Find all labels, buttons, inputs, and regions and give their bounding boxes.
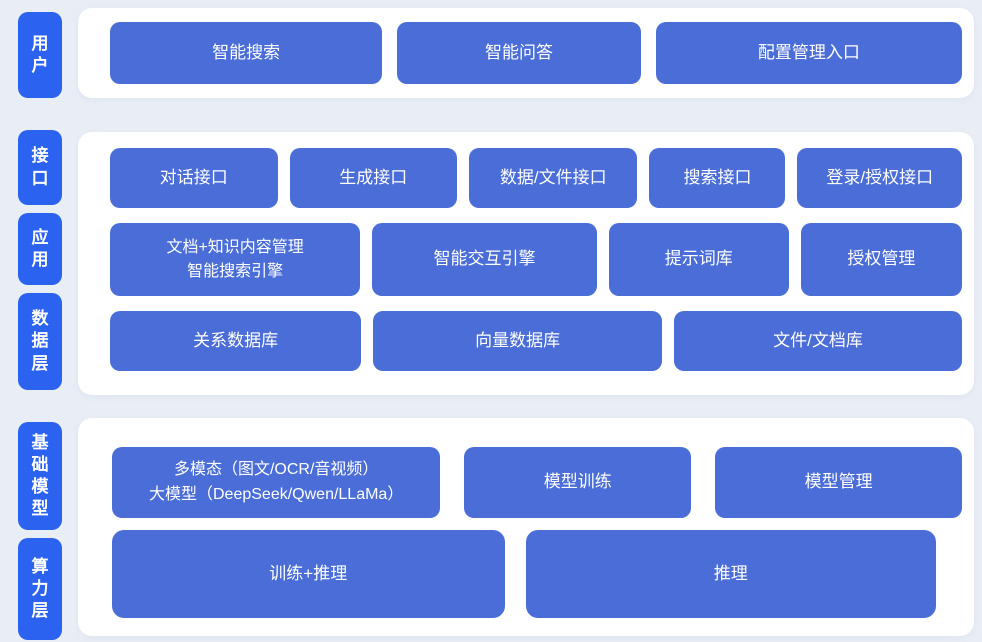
box-label: 授权管理 [847, 249, 916, 269]
box-label: 生成接口 [339, 167, 408, 187]
box-model-training: 模型训练 [464, 447, 692, 518]
box-data-file-api: 数据/文件接口 [469, 148, 638, 208]
layer-tab-data-label: 数据层 [31, 309, 49, 373]
layer-tab-base-model: 基础模型 [18, 422, 62, 530]
middle-layer-tab-column: 接口 应用 数据层 [18, 130, 62, 395]
box-label: 训练+推理 [269, 563, 348, 583]
layer-tab-interface-label: 接口 [31, 146, 49, 188]
box-label: 文件/文档库 [773, 330, 863, 350]
box-file-document-library: 文件/文档库 [674, 311, 962, 371]
box-label: 向量数据库 [475, 330, 561, 350]
layer-tab-data: 数据层 [18, 293, 62, 390]
box-intelligent-search: 智能搜索 [110, 22, 383, 84]
layer-tab-user-label: 用户 [31, 33, 49, 75]
box-doc-knowledge-search-engine: 文档+知识内容管理 智能搜索引擎 [110, 223, 361, 296]
box-label: 模型训练 [543, 472, 612, 492]
box-label: 智能搜索 [212, 42, 281, 62]
user-layer-tab-column: 用户 [18, 8, 62, 98]
box-multimodal-llm: 多模态（图文/OCR/音视频） 大模型（DeepSeek/Qwen/LLaMa） [112, 447, 441, 518]
box-search-api: 搜索接口 [649, 148, 786, 208]
box-vector-database: 向量数据库 [373, 311, 663, 371]
layer-tab-compute-label: 算力层 [31, 556, 49, 621]
interface-row: 对话接口 生成接口 数据/文件接口 搜索接口 登录/授权接口 [110, 148, 962, 208]
user-layer-section: 用户 智能搜索 智能问答 配置管理入口 [18, 8, 974, 98]
box-intelligent-qa: 智能问答 [397, 22, 641, 84]
middle-layers-section: 接口 应用 数据层 对话接口 生成接口 数据/文件接口 搜索接口 登录/授权接口 [18, 130, 974, 395]
box-label: 数据/文件接口 [499, 167, 607, 187]
box-label: 提示词库 [664, 249, 733, 269]
box-generate-api: 生成接口 [289, 148, 457, 208]
bottom-layer-tab-column: 基础模型 算力层 [18, 418, 62, 640]
data-row: 关系数据库 向量数据库 文件/文档库 [110, 311, 962, 371]
box-relational-database: 关系数据库 [110, 311, 362, 371]
box-inference: 推理 [525, 530, 936, 618]
box-label: 智能问答 [485, 42, 554, 62]
box-dialog-api: 对话接口 [110, 148, 278, 208]
box-label: 模型管理 [804, 472, 873, 492]
box-label-line1: 文档+知识内容管理 [166, 239, 304, 257]
layer-tab-user: 用户 [18, 12, 62, 98]
layer-tab-interface: 接口 [18, 130, 62, 205]
box-label-line2: 大模型（DeepSeek/Qwen/LLaMa） [149, 485, 404, 503]
box-model-management: 模型管理 [715, 447, 962, 518]
box-config-management-entry: 配置管理入口 [655, 22, 962, 84]
user-layer-row: 智能搜索 智能问答 配置管理入口 [110, 22, 962, 84]
bottom-layers-section: 基础模型 算力层 多模态（图文/OCR/音视频） 大模型（DeepSeek/Qw… [18, 418, 974, 640]
application-row: 文档+知识内容管理 智能搜索引擎 智能交互引擎 提示词库 授权管理 [110, 223, 962, 296]
box-label-line1: 多模态（图文/OCR/音视频） [173, 460, 379, 478]
box-label: 配置管理入口 [757, 42, 860, 62]
layer-tab-application-label: 应用 [31, 227, 49, 269]
box-label: 智能交互引擎 [433, 249, 536, 269]
box-label-line2: 智能搜索引擎 [187, 262, 284, 280]
layer-tab-base-model-label: 基础模型 [31, 432, 49, 519]
bottom-layers-panel: 多模态（图文/OCR/音视频） 大模型（DeepSeek/Qwen/LLaMa）… [78, 418, 974, 636]
box-label: 登录/授权接口 [826, 167, 934, 187]
compute-row: 训练+推理 推理 [112, 530, 962, 618]
layer-tab-application: 应用 [18, 213, 62, 285]
box-label: 推理 [713, 563, 748, 583]
box-login-auth-api: 登录/授权接口 [797, 148, 962, 208]
box-label: 搜索接口 [683, 167, 752, 187]
box-auth-management: 授权管理 [800, 223, 962, 296]
middle-layers-panel: 对话接口 生成接口 数据/文件接口 搜索接口 登录/授权接口 文档+知识内容管理… [78, 132, 974, 395]
box-intelligent-interaction-engine: 智能交互引擎 [372, 223, 597, 296]
layer-tab-compute: 算力层 [18, 538, 62, 640]
box-label: 关系数据库 [193, 330, 279, 350]
base-model-row: 多模态（图文/OCR/音视频） 大模型（DeepSeek/Qwen/LLaMa）… [112, 447, 962, 518]
box-prompt-library: 提示词库 [608, 223, 789, 296]
box-training-plus-inference: 训练+推理 [112, 530, 505, 618]
box-label: 对话接口 [159, 167, 228, 187]
user-layer-panel: 智能搜索 智能问答 配置管理入口 [78, 8, 974, 98]
